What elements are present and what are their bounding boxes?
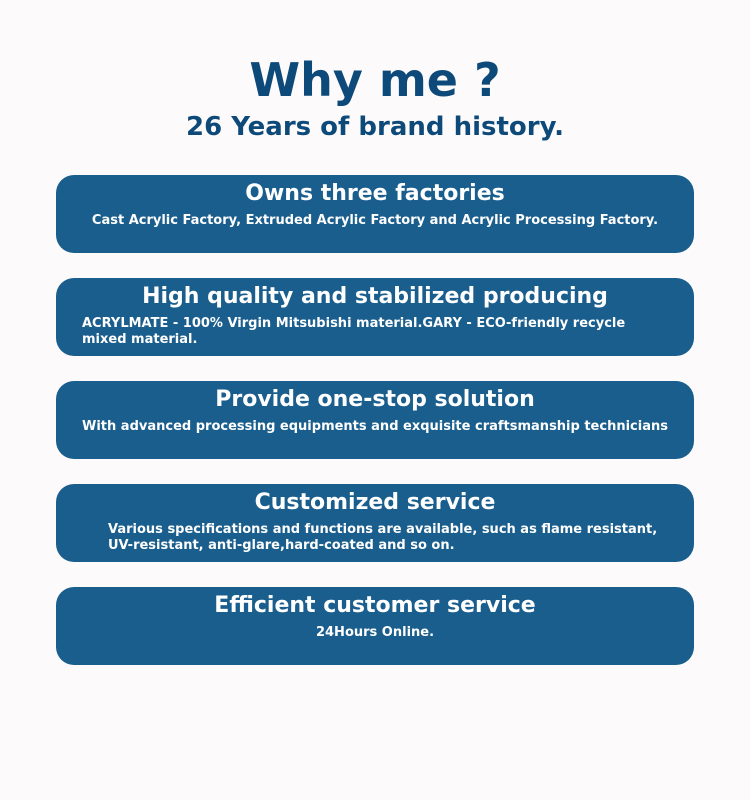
card-description: With advanced processing equipments and …	[82, 419, 668, 434]
card-title: Provide one-stop solution	[215, 387, 535, 412]
page-title: Why me ?	[249, 53, 501, 107]
card-title: Owns three factories	[245, 181, 505, 206]
feature-card-quality: High quality and stabilized producing AC…	[56, 278, 694, 356]
card-title: Efficient customer service	[214, 593, 536, 618]
feature-card-solution: Provide one-stop solution With advanced …	[56, 381, 694, 459]
page-header: Why me ? 26 Years of brand history.	[0, 52, 750, 144]
card-title: Customized service	[254, 490, 496, 515]
card-description: Various specifications and functions are…	[108, 522, 658, 553]
page-subtitle: 26 Years of brand history.	[185, 112, 565, 142]
card-description: ACRYLMATE - 100% Virgin Mitsubishi mater…	[82, 316, 626, 347]
feature-card-factories: Owns three factories Cast Acrylic Factor…	[56, 175, 694, 253]
card-description: Cast Acrylic Factory, Extruded Acrylic F…	[91, 213, 659, 228]
card-description: 24Hours Online.	[315, 625, 435, 640]
feature-card-customized: Customized service Various specification…	[56, 484, 694, 562]
card-title: High quality and stabilized producing	[142, 284, 608, 309]
feature-card-customer-service: Efficient customer service 24Hours Onlin…	[56, 587, 694, 665]
